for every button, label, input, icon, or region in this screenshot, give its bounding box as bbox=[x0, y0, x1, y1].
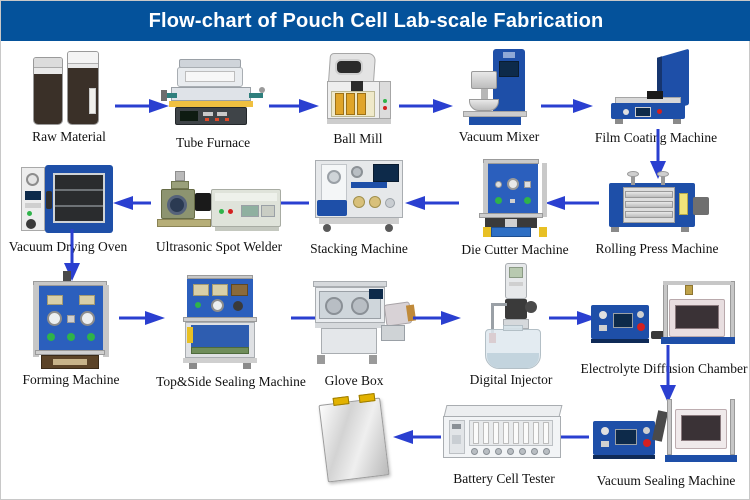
node-electrolyte-diffusion-chamber: Electrolyte Diffusion Chamber bbox=[581, 279, 747, 387]
node-ball-mill: Ball Mill bbox=[321, 51, 395, 146]
node-raw-material: Raw Material bbox=[23, 47, 115, 144]
cell-tester-icon bbox=[439, 403, 569, 469]
label-vacuum-mixer: Vacuum Mixer bbox=[458, 129, 540, 144]
node-vacuum-mixer: Vacuum Mixer bbox=[459, 49, 539, 144]
label-tube-furnace: Tube Furnace bbox=[175, 135, 251, 150]
label-forming-machine: Forming Machine bbox=[22, 372, 120, 387]
arrow-film-coating-to-rolling-press bbox=[649, 129, 667, 179]
forming-machine-icon bbox=[19, 271, 123, 371]
planetary-ball-mill-icon bbox=[321, 51, 395, 127]
label-film-coating-machine: Film Coating Machine bbox=[594, 130, 718, 145]
arrow-glove-box-to-digital-injector bbox=[413, 310, 461, 326]
vacuum-sealer-icon bbox=[591, 399, 741, 471]
node-die-cutter-machine: Die Cutter Machine bbox=[461, 159, 569, 257]
node-stacking-machine: Stacking Machine bbox=[310, 156, 408, 256]
arrow-raw-material-to-tube-furnace bbox=[115, 98, 169, 114]
node-ultrasonic-spot-welder: Ultrasonic Spot Welder bbox=[149, 171, 289, 254]
ultrasonic-welder-icon bbox=[149, 171, 289, 237]
raw-material-icon bbox=[23, 47, 115, 125]
arrow-injector-to-diffusion-chamber bbox=[549, 310, 597, 326]
pouch-cell-icon bbox=[313, 393, 399, 485]
label-ball-mill: Ball Mill bbox=[333, 131, 383, 146]
arrow-forming-to-sealing bbox=[119, 310, 165, 326]
label-vacuum-drying-oven: Vacuum Drying Oven bbox=[8, 239, 128, 254]
rolling-press-icon bbox=[601, 169, 713, 237]
arrow-diffusion-chamber-to-vacuum-sealing bbox=[659, 345, 677, 403]
die-cutter-icon bbox=[461, 159, 569, 239]
node-vacuum-sealing-machine: Vacuum Sealing Machine bbox=[591, 399, 741, 489]
label-raw-material: Raw Material bbox=[32, 129, 106, 144]
node-top-side-sealing-machine: Top&Side Sealing Machine bbox=[156, 275, 306, 389]
vacuum-drying-oven-icon bbox=[15, 163, 121, 237]
label-vacuum-sealing-machine: Vacuum Sealing Machine bbox=[596, 473, 736, 488]
arrow-ultrasonic-welder-to-drying-oven bbox=[109, 195, 151, 211]
vacuum-mixer-icon bbox=[459, 49, 539, 127]
node-film-coating-machine: Film Coating Machine bbox=[595, 48, 717, 145]
film-coater-icon bbox=[601, 48, 711, 127]
node-battery-cell-tester: Battery Cell Tester bbox=[439, 403, 569, 489]
arrow-rolling-press-to-die-cutter bbox=[539, 195, 599, 211]
label-rolling-press-machine: Rolling Press Machine bbox=[595, 241, 719, 256]
digital-injector-icon bbox=[463, 263, 559, 371]
label-electrolyte-diffusion-chamber: Electrolyte Diffusion Chamber bbox=[580, 361, 748, 376]
label-ultrasonic-spot-welder: Ultrasonic Spot Welder bbox=[155, 239, 283, 254]
arrow-die-cutter-to-stacking bbox=[399, 195, 459, 211]
glove-box-icon bbox=[307, 277, 419, 371]
label-battery-cell-tester: Battery Cell Tester bbox=[453, 471, 555, 486]
arrow-cell-tester-to-pouch-cell bbox=[389, 429, 441, 445]
node-pouch-cell bbox=[313, 393, 399, 487]
node-digital-injector: Digital Injector bbox=[463, 263, 559, 387]
node-tube-furnace: Tube Furnace bbox=[161, 57, 265, 150]
page-title: Flow-chart of Pouch Cell Lab-scale Fabri… bbox=[148, 9, 604, 32]
arrow-vacuum-mixer-to-film-coating bbox=[541, 98, 593, 114]
tube-furnace-icon bbox=[161, 57, 265, 127]
diffusion-chamber-icon bbox=[589, 279, 739, 359]
arrow-tube-furnace-to-ball-mill bbox=[269, 98, 319, 114]
node-glove-box: Glove Box bbox=[307, 277, 419, 388]
arrow-drying-oven-to-forming-machine bbox=[63, 229, 81, 281]
arrow-ball-mill-to-vacuum-mixer bbox=[399, 98, 453, 114]
node-forming-machine: Forming Machine bbox=[19, 271, 123, 387]
node-vacuum-drying-oven: Vacuum Drying Oven bbox=[9, 163, 127, 254]
label-stacking-machine: Stacking Machine bbox=[310, 241, 408, 256]
node-rolling-press-machine: Rolling Press Machine bbox=[596, 169, 719, 256]
label-digital-injector: Digital Injector bbox=[469, 372, 553, 387]
sealing-machine-icon bbox=[165, 275, 297, 371]
stacking-machine-icon bbox=[311, 156, 407, 238]
label-die-cutter-machine: Die Cutter Machine bbox=[461, 242, 569, 257]
label-glove-box: Glove Box bbox=[324, 373, 384, 388]
page-header: Flow-chart of Pouch Cell Lab-scale Fabri… bbox=[1, 1, 750, 41]
label-top-side-sealing-machine: Top&Side Sealing Machine bbox=[156, 374, 306, 389]
